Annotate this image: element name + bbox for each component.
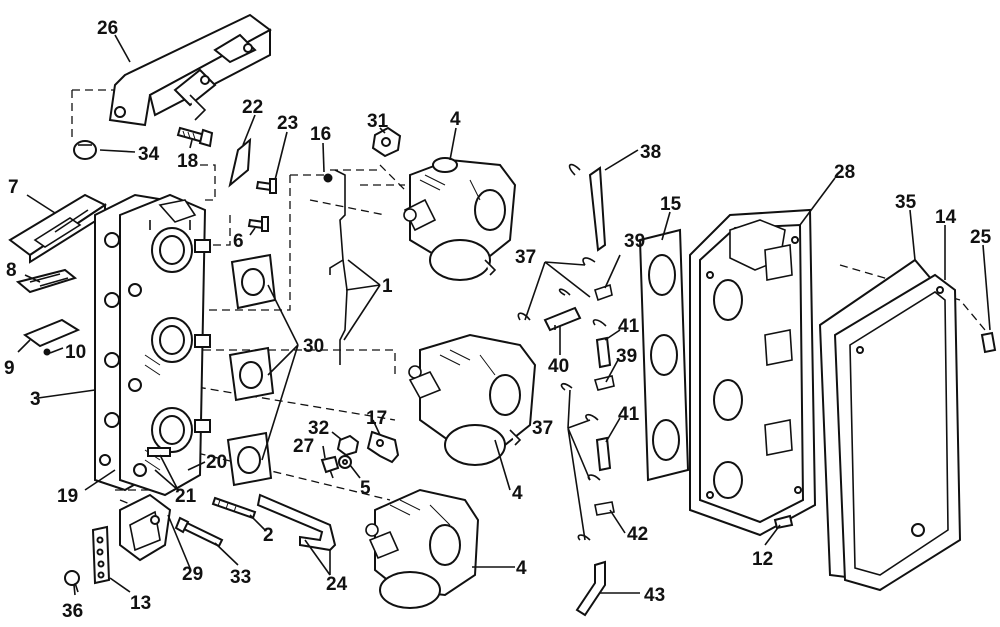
label-36: 36 bbox=[62, 601, 83, 622]
callout-labels: 26 22 23 31 16 4 38 28 35 14 25 34 18 7 … bbox=[4, 18, 992, 622]
label-8: 8 bbox=[6, 260, 17, 281]
washer-5-part bbox=[338, 455, 352, 469]
cover-gasket-part bbox=[638, 228, 690, 482]
label-34: 34 bbox=[138, 144, 160, 165]
screw-36-part bbox=[64, 570, 80, 593]
throttle-bracket-part bbox=[366, 430, 400, 464]
label-32: 32 bbox=[308, 418, 329, 439]
label-10: 10 bbox=[65, 342, 86, 363]
label-15: 15 bbox=[660, 194, 682, 215]
label-35: 35 bbox=[895, 192, 917, 213]
fittings-left bbox=[517, 257, 613, 332]
tiny-screw-part bbox=[43, 348, 51, 356]
label-20: 20 bbox=[206, 452, 227, 473]
hose-38-part bbox=[568, 163, 607, 252]
label-13: 13 bbox=[130, 593, 151, 614]
link-rod-part bbox=[323, 169, 348, 365]
label-28: 28 bbox=[834, 162, 855, 183]
label-4-middle: 4 bbox=[512, 483, 523, 504]
carburetor-bottom bbox=[365, 488, 480, 609]
label-26: 26 bbox=[97, 18, 118, 39]
screw-6-part bbox=[247, 216, 269, 232]
nut-32-part bbox=[336, 434, 360, 457]
plug-part bbox=[73, 140, 97, 160]
screw-27-part bbox=[320, 455, 340, 479]
carburetor-top bbox=[403, 157, 517, 281]
label-39-bottom: 39 bbox=[616, 346, 637, 367]
bracket-bar-part bbox=[108, 13, 272, 127]
label-2: 2 bbox=[263, 525, 274, 546]
hose-43-part bbox=[575, 560, 606, 617]
screw-25-part bbox=[980, 331, 997, 354]
label-1: 1 bbox=[382, 276, 393, 297]
carburetor-middle bbox=[408, 333, 537, 466]
label-42: 42 bbox=[627, 524, 648, 545]
label-27: 27 bbox=[293, 436, 314, 457]
screw-part bbox=[176, 126, 214, 148]
label-14: 14 bbox=[935, 207, 957, 228]
label-5: 5 bbox=[360, 478, 371, 499]
label-4-bottom: 4 bbox=[516, 558, 527, 579]
label-22: 22 bbox=[242, 97, 263, 118]
label-16: 16 bbox=[310, 124, 331, 145]
label-37-bottom: 37 bbox=[532, 418, 553, 439]
label-30: 30 bbox=[303, 336, 324, 357]
fittings-right bbox=[560, 319, 615, 541]
label-6: 6 bbox=[233, 231, 244, 252]
label-9: 9 bbox=[4, 358, 15, 379]
label-43: 43 bbox=[644, 585, 665, 606]
reed-plate-part bbox=[689, 208, 817, 537]
label-12: 12 bbox=[752, 549, 773, 570]
label-40: 40 bbox=[548, 356, 569, 377]
label-31: 31 bbox=[367, 111, 389, 132]
label-18: 18 bbox=[177, 151, 198, 172]
label-3: 3 bbox=[30, 389, 41, 410]
reed-petal-part bbox=[15, 268, 78, 294]
intake-cover-part bbox=[833, 273, 962, 592]
label-29: 29 bbox=[182, 564, 203, 585]
intake-manifold-part bbox=[119, 193, 207, 497]
label-39-top: 39 bbox=[624, 231, 645, 252]
label-33: 33 bbox=[230, 567, 251, 588]
label-41-top: 41 bbox=[618, 316, 640, 337]
label-19: 19 bbox=[57, 486, 78, 507]
small-screw-part bbox=[255, 178, 277, 194]
label-38: 38 bbox=[640, 142, 661, 163]
carb-gaskets bbox=[226, 253, 277, 487]
label-17: 17 bbox=[366, 408, 387, 429]
leader-lines bbox=[17, 34, 991, 596]
label-24: 24 bbox=[326, 574, 348, 595]
strip-13-part bbox=[91, 525, 111, 585]
studs bbox=[147, 239, 211, 457]
plate-part bbox=[22, 318, 81, 348]
clip-part bbox=[228, 137, 252, 188]
mount-bracket-part bbox=[119, 493, 172, 562]
label-25: 25 bbox=[970, 227, 992, 248]
label-4-top: 4 bbox=[450, 109, 461, 130]
screw-2-part bbox=[211, 496, 257, 520]
screw-33-part bbox=[174, 516, 224, 548]
label-41-bottom: 41 bbox=[618, 404, 640, 425]
nut-part bbox=[371, 126, 402, 158]
label-37-top: 37 bbox=[515, 247, 536, 268]
label-21: 21 bbox=[175, 486, 197, 507]
label-7: 7 bbox=[8, 177, 19, 198]
fuel-hose-part bbox=[256, 493, 337, 552]
label-23: 23 bbox=[277, 113, 298, 134]
reed-block-part bbox=[8, 193, 107, 264]
